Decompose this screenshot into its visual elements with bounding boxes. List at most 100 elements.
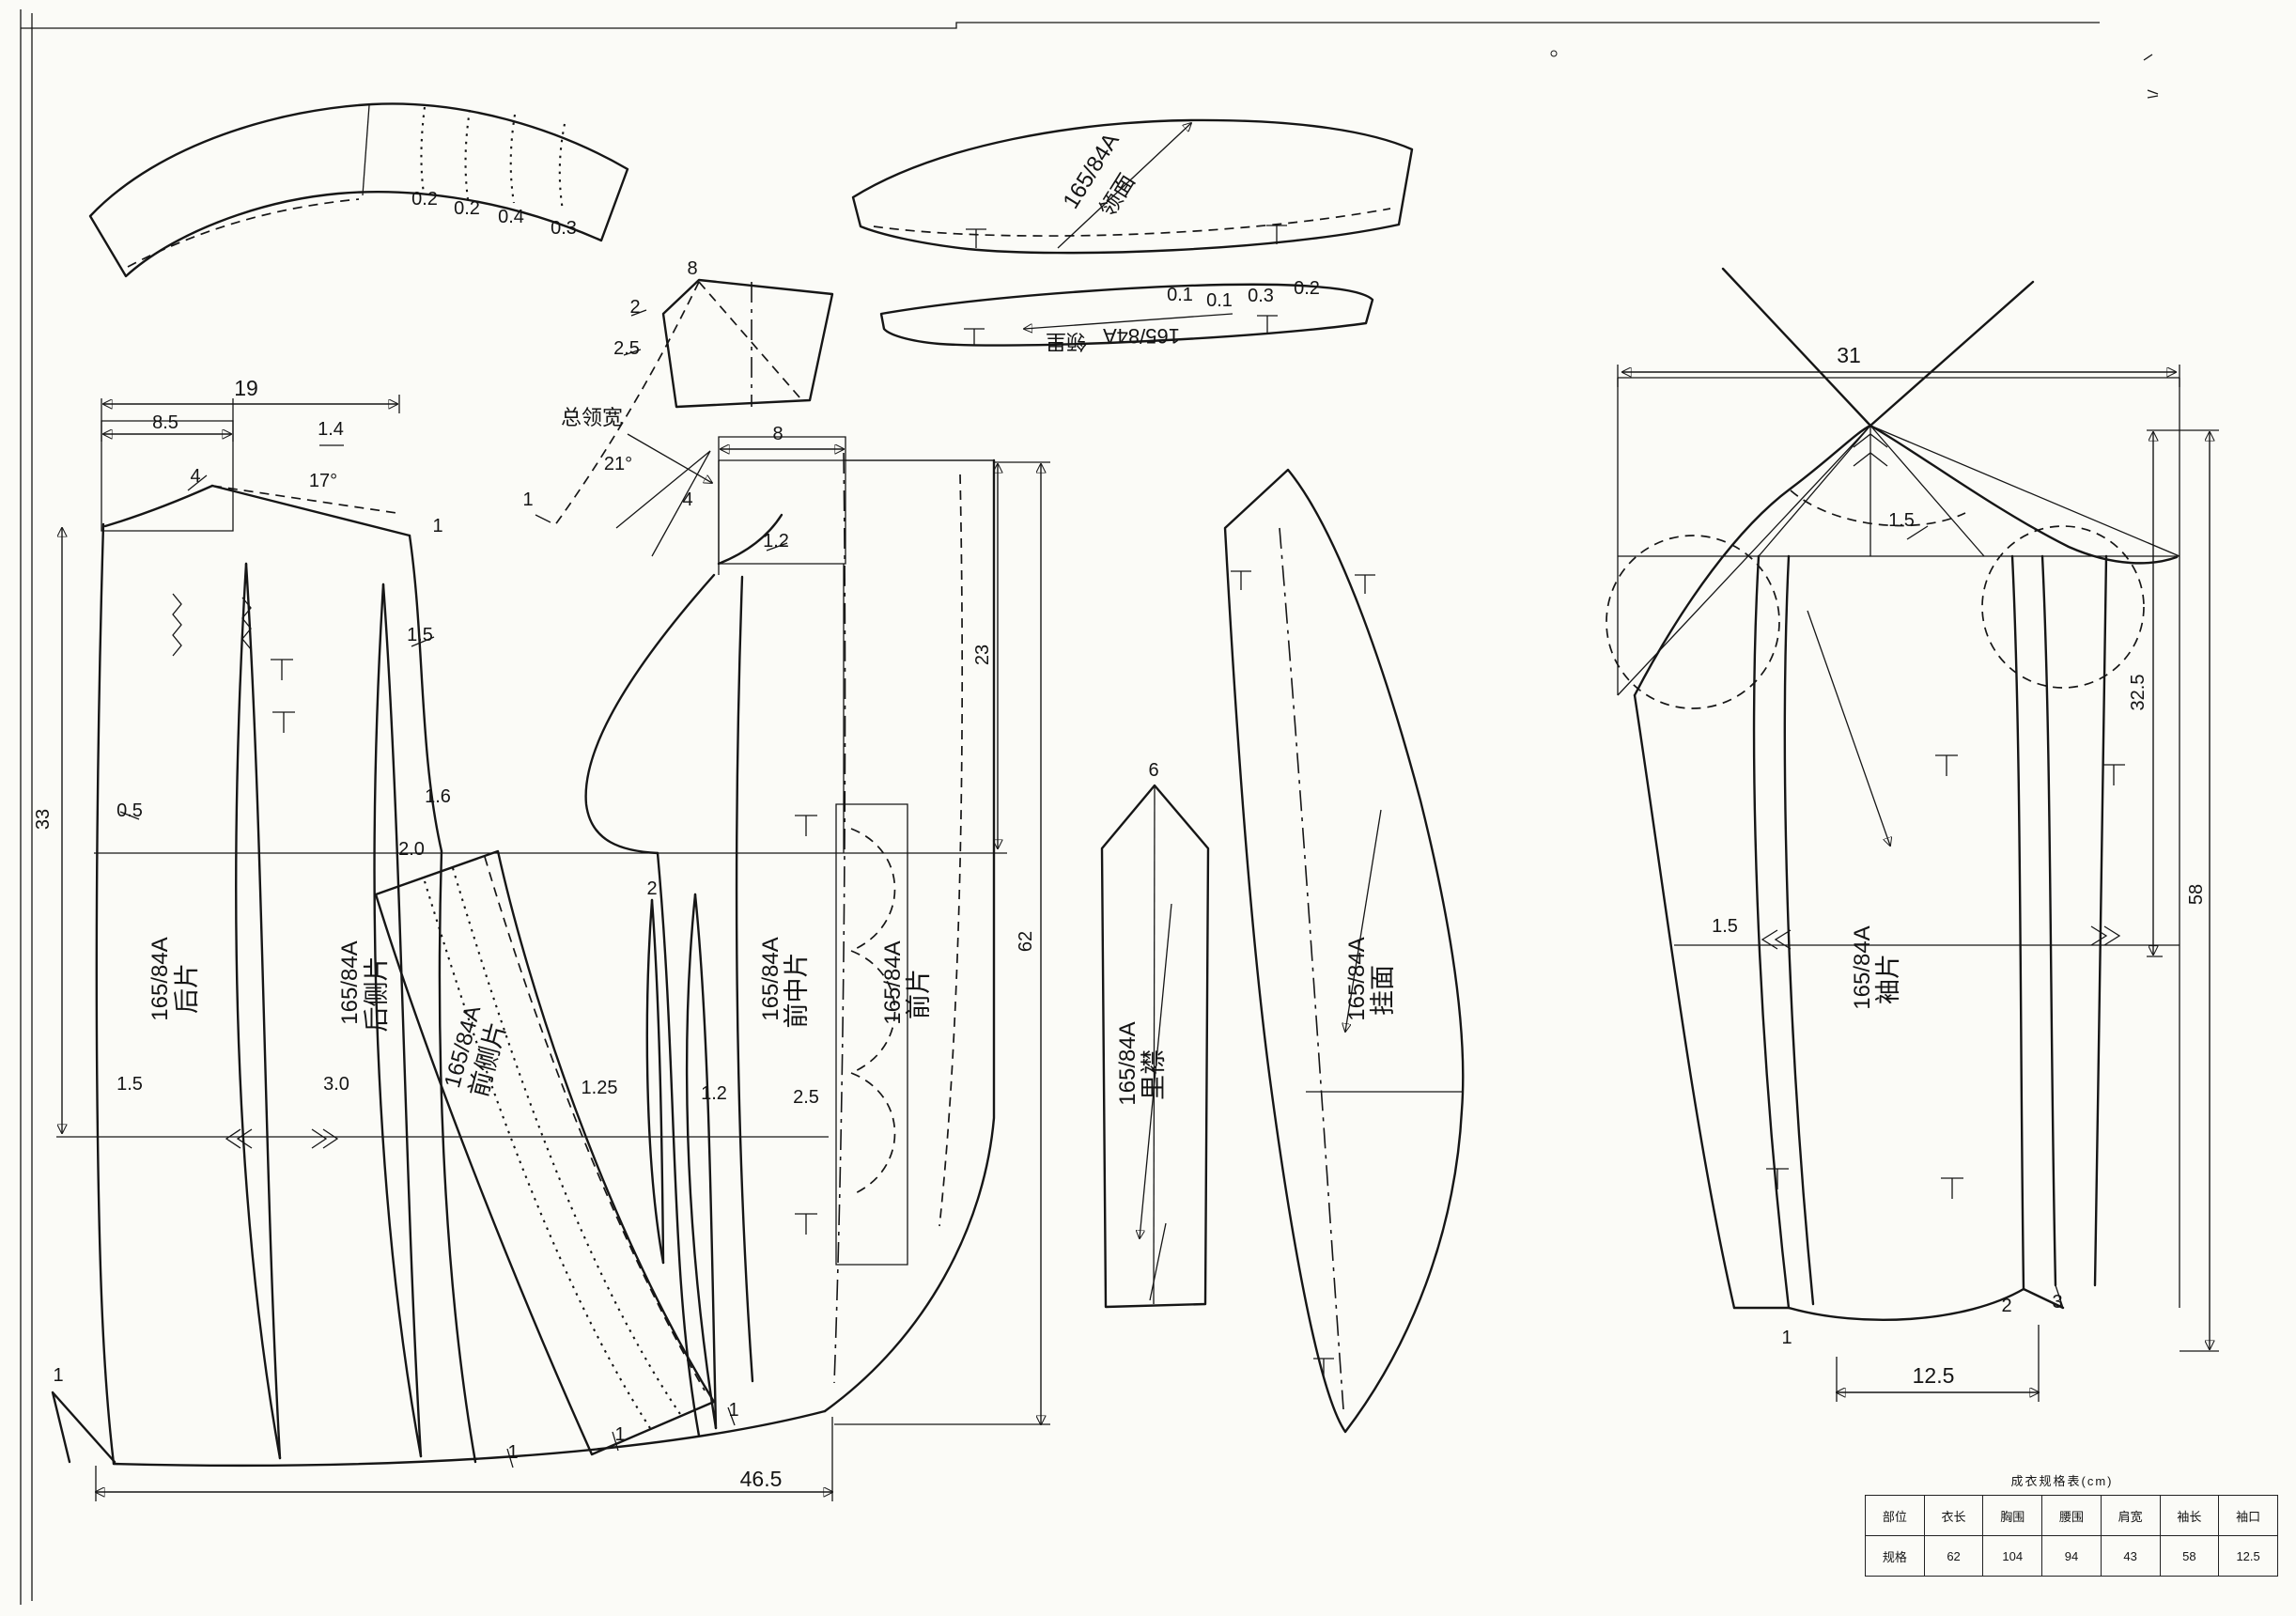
label-hem-notch-left: 1 [53, 1365, 63, 1386]
label-collar-ease-4: 0.3 [551, 218, 577, 239]
spec-cell: 58 [2159, 1535, 2220, 1577]
spec-cell: 袖口 [2218, 1495, 2278, 1536]
spec-table-caption: 成衣规格表(cm) [2010, 1474, 2114, 1488]
spec-cell: 43 [2100, 1535, 2161, 1577]
label-dim-underarm-length: 32.5 [2128, 675, 2149, 711]
label-dim-front-neck: 8 [772, 424, 783, 444]
label-back-piece-name: 后片 [173, 963, 201, 1014]
label-side-ease: 0.5 [116, 800, 143, 821]
spec-cell: 94 [2041, 1535, 2102, 1577]
label-cap-notch: 1.5 [1888, 510, 1915, 531]
label-hem-notch-3: 1 [614, 1424, 625, 1445]
piece-collar-upper-left [88, 102, 629, 278]
collar-stand-and-lapel [535, 278, 834, 566]
spec-cell: 肩宽 [2100, 1495, 2161, 1536]
label-dim-sleeve-width: 31 [1837, 343, 1861, 367]
label-dim-armhole-depth: 23 [972, 645, 993, 665]
label-front-notch: 1 [522, 489, 533, 510]
label-front-mid-size: 165/84A [758, 937, 783, 1020]
label-collar-under-size: 165/84A [1103, 324, 1180, 348]
label-collar-under-ease-4: 0.2 [1294, 278, 1320, 299]
label-sleeve-size: 165/84A [1850, 925, 1875, 1009]
label-facing-name: 挂面 [1369, 965, 1397, 1016]
piece-placket [1100, 784, 1210, 1309]
label-waist-side: 1.5 [116, 1074, 143, 1095]
spec-cell: 腰围 [2041, 1495, 2102, 1536]
label-front-neck-depth: 4 [682, 489, 692, 510]
label-front-neck-ease: 1.2 [763, 531, 789, 552]
spec-cell: 规格 [1865, 1535, 1925, 1577]
label-lapel-angle: 21° [604, 454, 632, 474]
label-stand-notch-2: 2.5 [613, 338, 640, 359]
label-placket-size: 165/84A [1115, 1021, 1140, 1105]
label-cuff-notch-1: 1 [1781, 1328, 1792, 1348]
label-front-piece-size: 165/84A [880, 940, 906, 1024]
label-dim-back-width: 19 [234, 376, 258, 400]
label-armhole-notch: 1.5 [407, 625, 433, 645]
label-front-piece-name: 前片 [905, 969, 933, 1019]
label-back-piece-size: 165/84A [147, 937, 173, 1020]
spec-cell: 衣长 [1923, 1495, 1984, 1536]
label-placket-top-width: 6 [1148, 760, 1158, 781]
label-collar-under-ease-2: 0.1 [1206, 290, 1233, 311]
label-collar-ease-3: 0.4 [498, 207, 524, 227]
panel-seams-and-darts [225, 562, 754, 1460]
spec-cell: 部位 [1865, 1495, 1925, 1536]
label-collar-under-ease-1: 0.1 [1167, 285, 1193, 305]
label-collar-under-ease-3: 0.3 [1248, 286, 1274, 306]
label-cuff-notch-3: 3 [2052, 1292, 2062, 1313]
label-collar-under-name: 领里 [1046, 330, 1087, 353]
label-elbow-ease: 1.5 [1712, 916, 1738, 937]
label-placket-name: 里襟 [1140, 1049, 1168, 1100]
label-chest-drop: 2.0 [398, 839, 425, 860]
label-cuff-notch-2: 2 [2001, 1296, 2011, 1316]
piece-facing [1223, 468, 1465, 1434]
label-dim-cuff-width: 12.5 [1913, 1363, 1955, 1388]
label-sleeve-name: 袖片 [1874, 954, 1902, 1004]
label-back-neck-rise: 4 [190, 466, 200, 487]
piece-sleeve [1606, 267, 2180, 1321]
label-stand-notch-1: 2 [629, 297, 640, 318]
dimension-lines [62, 365, 2219, 1501]
label-shoulder-ease: 1 [432, 516, 442, 536]
body-construction-lines [56, 420, 994, 1138]
spec-cell: 62 [1923, 1535, 1984, 1577]
spec-cell: 袖长 [2159, 1495, 2220, 1536]
label-dim-hem-width: 46.5 [740, 1467, 783, 1491]
piece-front [51, 452, 996, 1468]
label-shoulder-drop: 1.4 [318, 419, 344, 440]
label-front-mid-name: 前中片 [783, 953, 811, 1029]
label-dim-back-depth: 33 [33, 809, 54, 830]
piece-front-side-tilted [374, 849, 716, 1456]
label-waist-dart-back: 3.0 [323, 1074, 349, 1095]
label-collar-ease-1: 0.2 [411, 189, 438, 210]
label-dim-sleeve-length: 58 [2186, 884, 2207, 905]
label-dart-apex: 2 [646, 878, 657, 899]
label-waist-dart-front-side: 1.25 [582, 1078, 618, 1098]
label-dim-coat-length: 62 [1016, 931, 1036, 952]
label-collar-ease-2: 0.2 [454, 198, 480, 219]
label-waist-dart-front: 2.5 [793, 1087, 819, 1108]
piece-collar-face [851, 118, 1414, 255]
piece-back [95, 444, 827, 1468]
label-stand-width: 8 [687, 258, 697, 279]
label-dim-back-neck: 8.5 [152, 412, 178, 433]
spec-cell: 12.5 [2218, 1535, 2278, 1577]
label-back-side-name: 后侧片 [363, 956, 391, 1033]
label-back-side-size: 165/84A [337, 940, 363, 1024]
spec-cell: 104 [1982, 1535, 2043, 1577]
label-hem-notch-2: 1 [507, 1442, 518, 1463]
label-total-collar-width: 总领宽 [561, 406, 623, 429]
spec-cell: 胸围 [1982, 1495, 2043, 1536]
label-facing-size: 165/84A [1344, 937, 1370, 1020]
page-border [20, 9, 2159, 1605]
label-chest-notch: 1.6 [425, 786, 451, 807]
spec-row: 部位衣长胸围腰围肩宽袖长袖口 [1865, 1495, 2278, 1536]
label-shoulder-angle: 17° [309, 471, 337, 491]
